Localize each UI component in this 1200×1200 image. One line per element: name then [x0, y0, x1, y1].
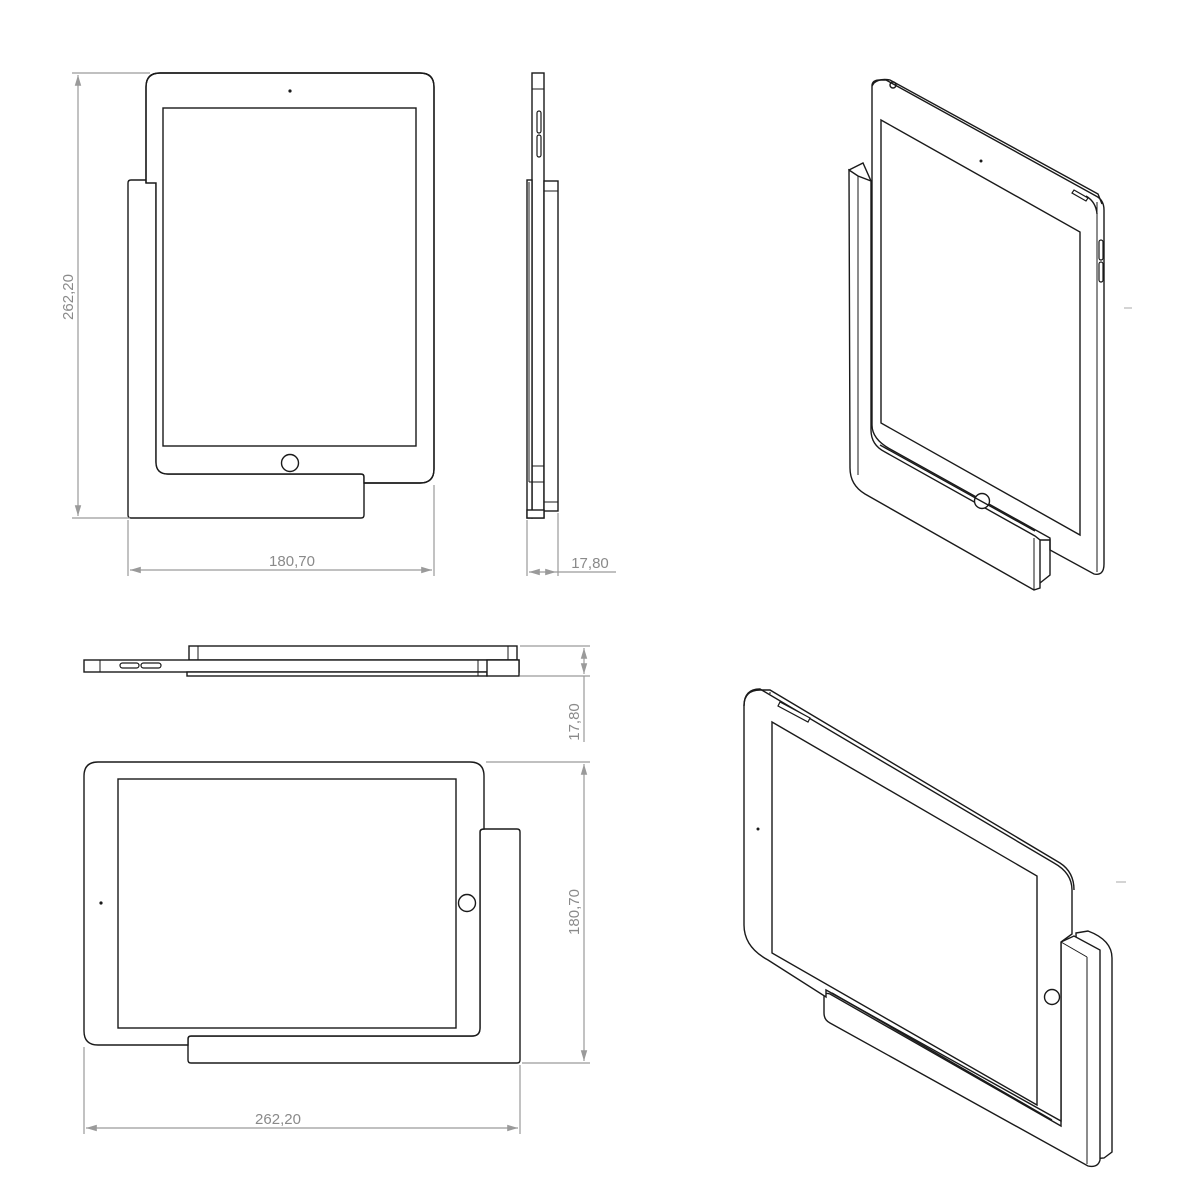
tablet-screen: [117, 778, 457, 1029]
front-camera: [756, 827, 760, 831]
front-camera: [288, 89, 292, 93]
mount-bracket: [848, 168, 1041, 591]
volume-button: [536, 134, 542, 158]
front-view-landscape: [83, 761, 521, 1064]
front-view-portrait: [127, 72, 435, 519]
volume-button: [119, 662, 140, 669]
home-button: [280, 453, 300, 473]
isometric-view-landscape: [743, 688, 1113, 1168]
tablet-screen: [771, 720, 1038, 1107]
dimension-portrait-width: 180,70: [127, 485, 435, 576]
volume-button: [140, 662, 162, 669]
front-camera: [99, 901, 103, 905]
volume-button: [1098, 239, 1104, 261]
top-view-landscape: [83, 645, 520, 677]
tablet-screen: [162, 107, 417, 447]
speaker-grille: [777, 701, 811, 723]
volume-button: [1098, 261, 1104, 283]
dimension-landscape-width: 262,20: [83, 1047, 521, 1134]
home-button: [457, 893, 477, 913]
dimension-label: 17,80: [571, 555, 609, 572]
home-button: [1043, 988, 1061, 1006]
front-camera: [979, 159, 983, 163]
dimension-portrait-height: 262,20: [60, 72, 150, 519]
dimension-label: 262,20: [255, 1111, 301, 1128]
dimension-portrait-depth: 17,80: [526, 513, 616, 576]
dimension-landscape-depth: 17,80: [520, 645, 590, 742]
mount-back-plate: [188, 645, 518, 661]
dimension-landscape-height: 180,70: [486, 761, 590, 1064]
volume-button: [536, 110, 542, 134]
dimension-label: 262,20: [60, 274, 77, 320]
dimension-label: 17,80: [566, 703, 583, 741]
dimension-label: 180,70: [566, 889, 583, 935]
dimension-label: 180,70: [269, 553, 315, 570]
power-button: [1071, 189, 1089, 202]
isometric-view-portrait: [848, 78, 1105, 591]
tablet-screen: [880, 118, 1081, 537]
side-view-portrait: [526, 72, 559, 519]
mount-back-plate: [543, 180, 559, 512]
